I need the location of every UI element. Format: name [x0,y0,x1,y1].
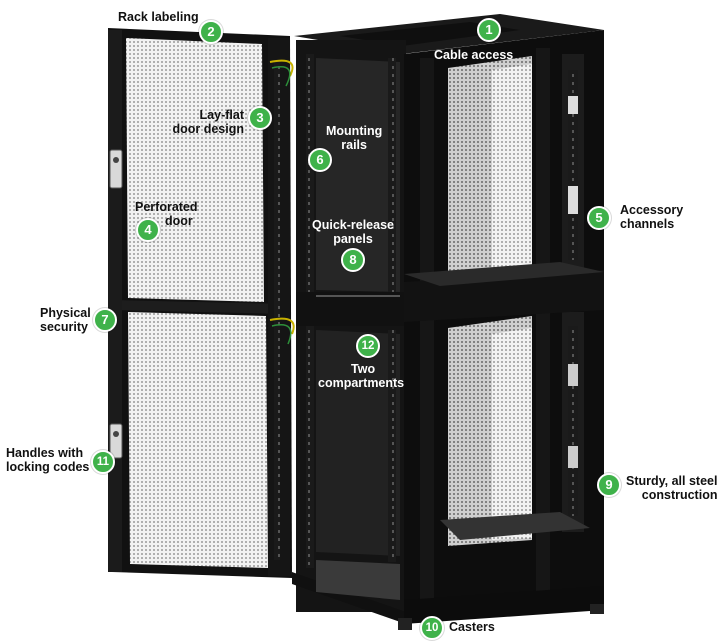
callout-label-5: Accessory channels [620,203,683,231]
callout-label-9-line-2: construction [641,488,718,502]
callout-label-4-line-2: door [165,214,193,228]
callout-label-3-line-1: Lay-flat [199,108,244,122]
callout-badge-8: 8 [341,248,365,272]
callout-badge-2: 2 [199,20,223,44]
callout-label-6: Mounting rails [326,124,382,152]
open-door [108,28,295,578]
callout-badge-1: 1 [477,18,501,42]
callout-label-2: Rack labeling [118,10,199,24]
callout-label-8-line-1: Quick-release [312,218,394,232]
callout-label-12: Two compartments [318,362,404,390]
compartment-divider [296,292,408,326]
door-mesh-lower [128,312,268,568]
callout-label-11-line-2: locking codes [6,460,90,474]
callout-label-12-line-1: Two [351,362,376,376]
callout-label-7: Physical security [40,306,91,334]
callout-label-6-line-2: rails [341,138,367,152]
mounting-rail-upper [306,54,314,300]
callout-label-8: Quick-release panels [312,218,394,246]
callout-label-3-line-2: door design [172,122,244,136]
caster-front [398,618,412,630]
callout-label-5-line-1: Accessory [620,203,684,217]
callout-label-7-line-1: Physical [40,306,91,320]
callout-label-11: Handles with locking codes [6,446,89,474]
callout-label-11-line-1: Handles with [6,446,84,460]
mounting-rail-lower [306,318,314,568]
door-mesh-upper [126,38,264,302]
cabinet-body [292,14,604,630]
callout-label-9-line-1: Sturdy, all steel [626,474,718,488]
callout-label-7-line-2: security [40,320,88,334]
callout-badge-11: 11 [91,450,115,474]
callout-label-10: Casters [449,620,495,634]
callout-label-8-line-2: panels [333,232,373,246]
callout-label-1: Cable access [434,48,514,62]
callout-badge-9: 9 [597,473,621,497]
callout-badge-4: 4 [136,218,160,242]
callout-label-4-line-1: Perforated [135,200,198,214]
callout-badge-6: 6 [308,148,332,172]
callout-badge-5: 5 [587,206,611,230]
callout-badge-7: 7 [93,308,117,332]
callout-label-9: Sturdy, all steel construction [626,474,717,502]
door-handle-upper [109,149,123,189]
callout-label-5-line-2: channels [620,217,675,231]
callout-label-12-line-2: compartments [318,376,405,390]
callout-label-3: Lay-flat door design [170,108,244,136]
callout-badge-10: 10 [420,616,444,640]
callout-label-4: Perforated door [135,200,198,228]
callout-badge-12: 12 [356,334,380,358]
callout-label-6-line-1: Mounting [326,124,383,138]
callout-badge-3: 3 [248,106,272,130]
caster-side [590,604,604,614]
door-handle-lower [109,423,123,459]
